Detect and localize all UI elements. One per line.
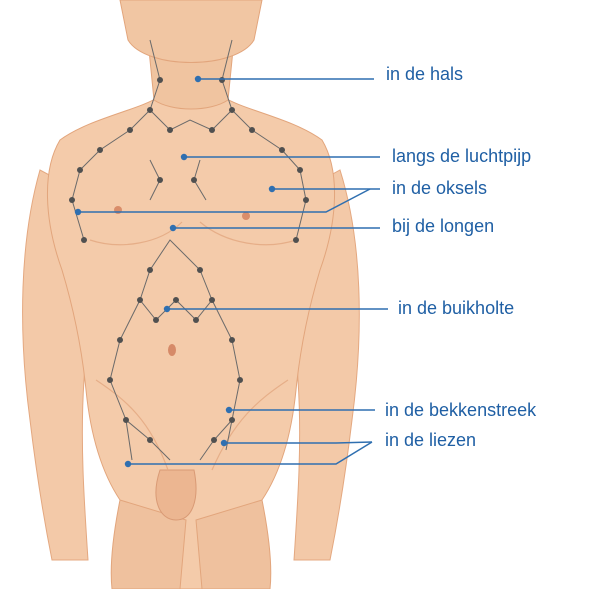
label-hals: in de hals bbox=[386, 64, 463, 84]
leader-dot-bekkenstreek bbox=[226, 407, 232, 413]
label-liezen: in de liezen bbox=[385, 430, 476, 450]
label-longen: bij de longen bbox=[392, 216, 494, 236]
leader-dot-longen bbox=[170, 225, 176, 231]
leader-dot-oksels bbox=[75, 209, 81, 215]
label-bekkenstreek: in de bekkenstreek bbox=[385, 400, 536, 420]
human-torso bbox=[23, 0, 360, 589]
leader-dot-liezen bbox=[221, 440, 227, 446]
label-luchtpijp: langs de luchtpijp bbox=[392, 146, 531, 166]
leader-dot-liezen bbox=[125, 461, 131, 467]
leader-dot-buikholte bbox=[164, 306, 170, 312]
leader-dot-hals bbox=[195, 76, 201, 82]
leader-dot-oksels bbox=[269, 186, 275, 192]
label-buikholte: in de buikholte bbox=[398, 298, 514, 318]
leader-dot-luchtpijp bbox=[181, 154, 187, 160]
label-oksels: in de oksels bbox=[392, 178, 487, 198]
